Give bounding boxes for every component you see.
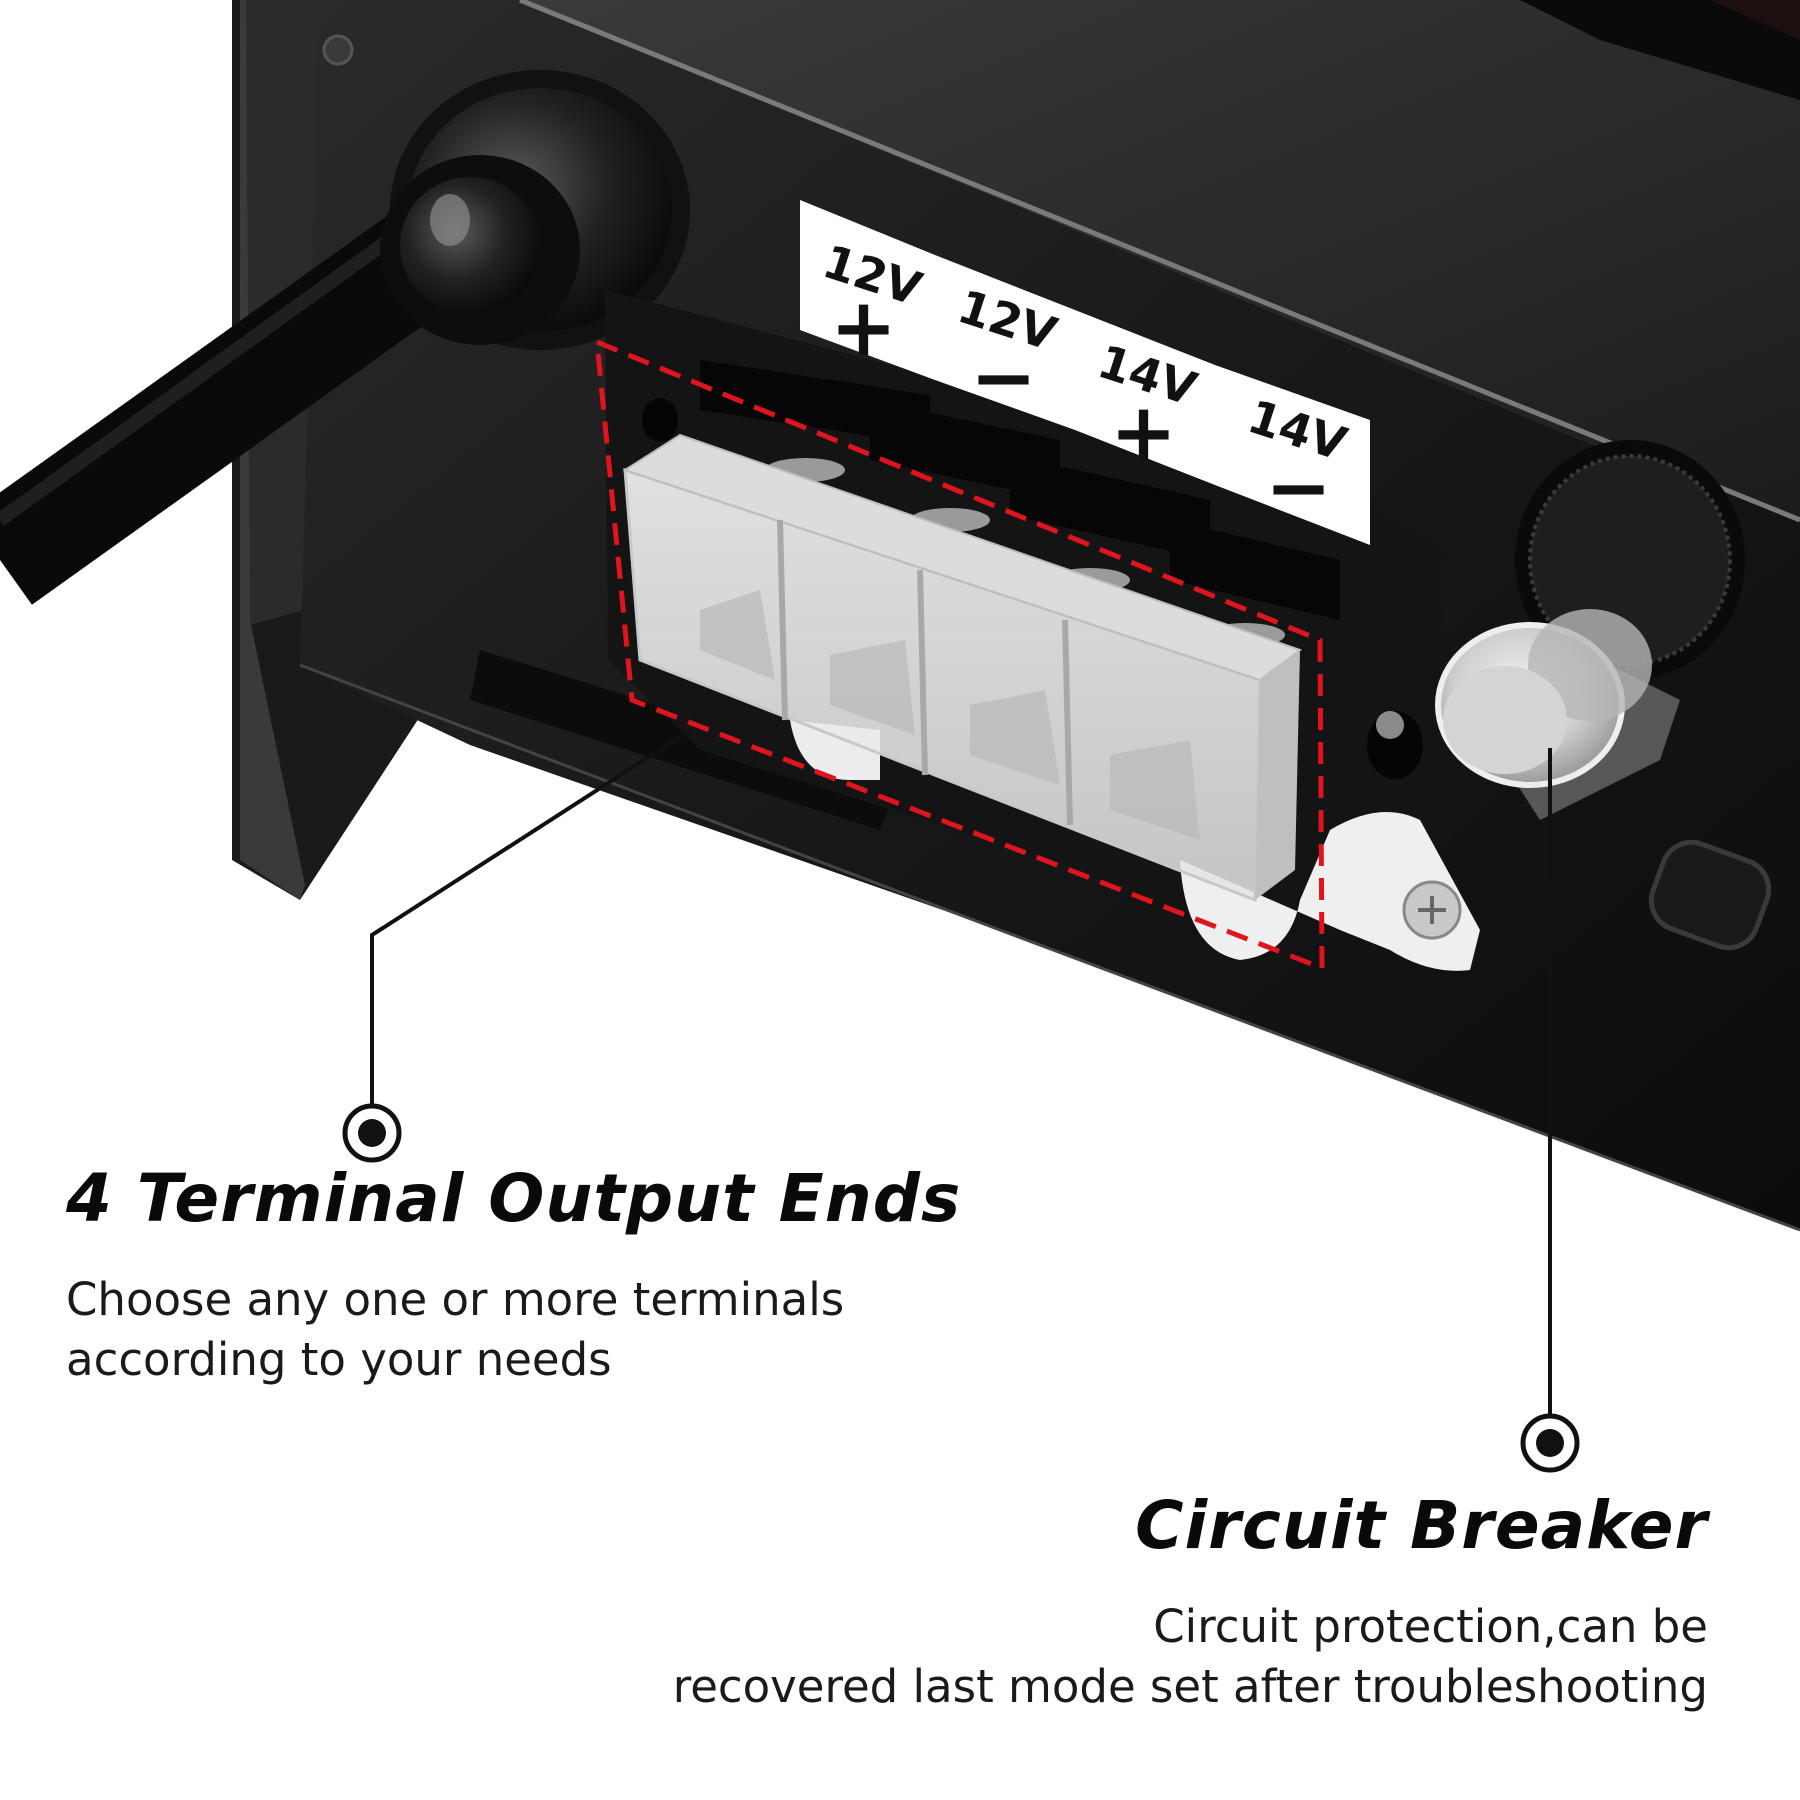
terminal-outputs-description: Choose any one or more terminals accordi… xyxy=(66,1270,844,1390)
description-line: Choose any one or more terminals xyxy=(66,1273,845,1326)
callout-breaker-leader xyxy=(1520,748,1580,1473)
cable-gland-icon xyxy=(380,70,690,350)
terminal-labels: 12V + 12V − 14V + 14V − xyxy=(800,200,1370,545)
circuit-breaker-title: Circuit Breaker xyxy=(1135,1487,1708,1564)
terminal-label-3: 14V + xyxy=(1075,310,1215,485)
terminal-label-polarity: − xyxy=(1265,441,1332,534)
callout-terminals-leader xyxy=(342,727,694,1163)
terminal-highlight-box xyxy=(594,338,1325,972)
terminal-label-polarity: − xyxy=(970,331,1037,424)
description-line: recovered last mode set after troublesho… xyxy=(672,1660,1708,1713)
side-button xyxy=(1648,839,1772,951)
terminal-label-polarity: + xyxy=(1110,386,1177,479)
description-line: according to your needs xyxy=(66,1333,612,1386)
description-line: Circuit protection,can be xyxy=(1153,1600,1708,1653)
terminal-label-4: 14V − xyxy=(1215,365,1370,545)
terminal-cover xyxy=(622,433,1303,903)
terminal-label-polarity: + xyxy=(830,281,897,374)
terminal-outputs-title: 4 Terminal Output Ends xyxy=(66,1160,962,1237)
screw-icon xyxy=(322,34,354,66)
circuit-breaker-description: Circuit protection,can be recovered last… xyxy=(673,1597,1708,1717)
terminal-label-1: 12V + xyxy=(800,200,935,380)
power-cable-icon xyxy=(0,215,452,605)
circuit-breaker-icon xyxy=(1435,440,1745,820)
